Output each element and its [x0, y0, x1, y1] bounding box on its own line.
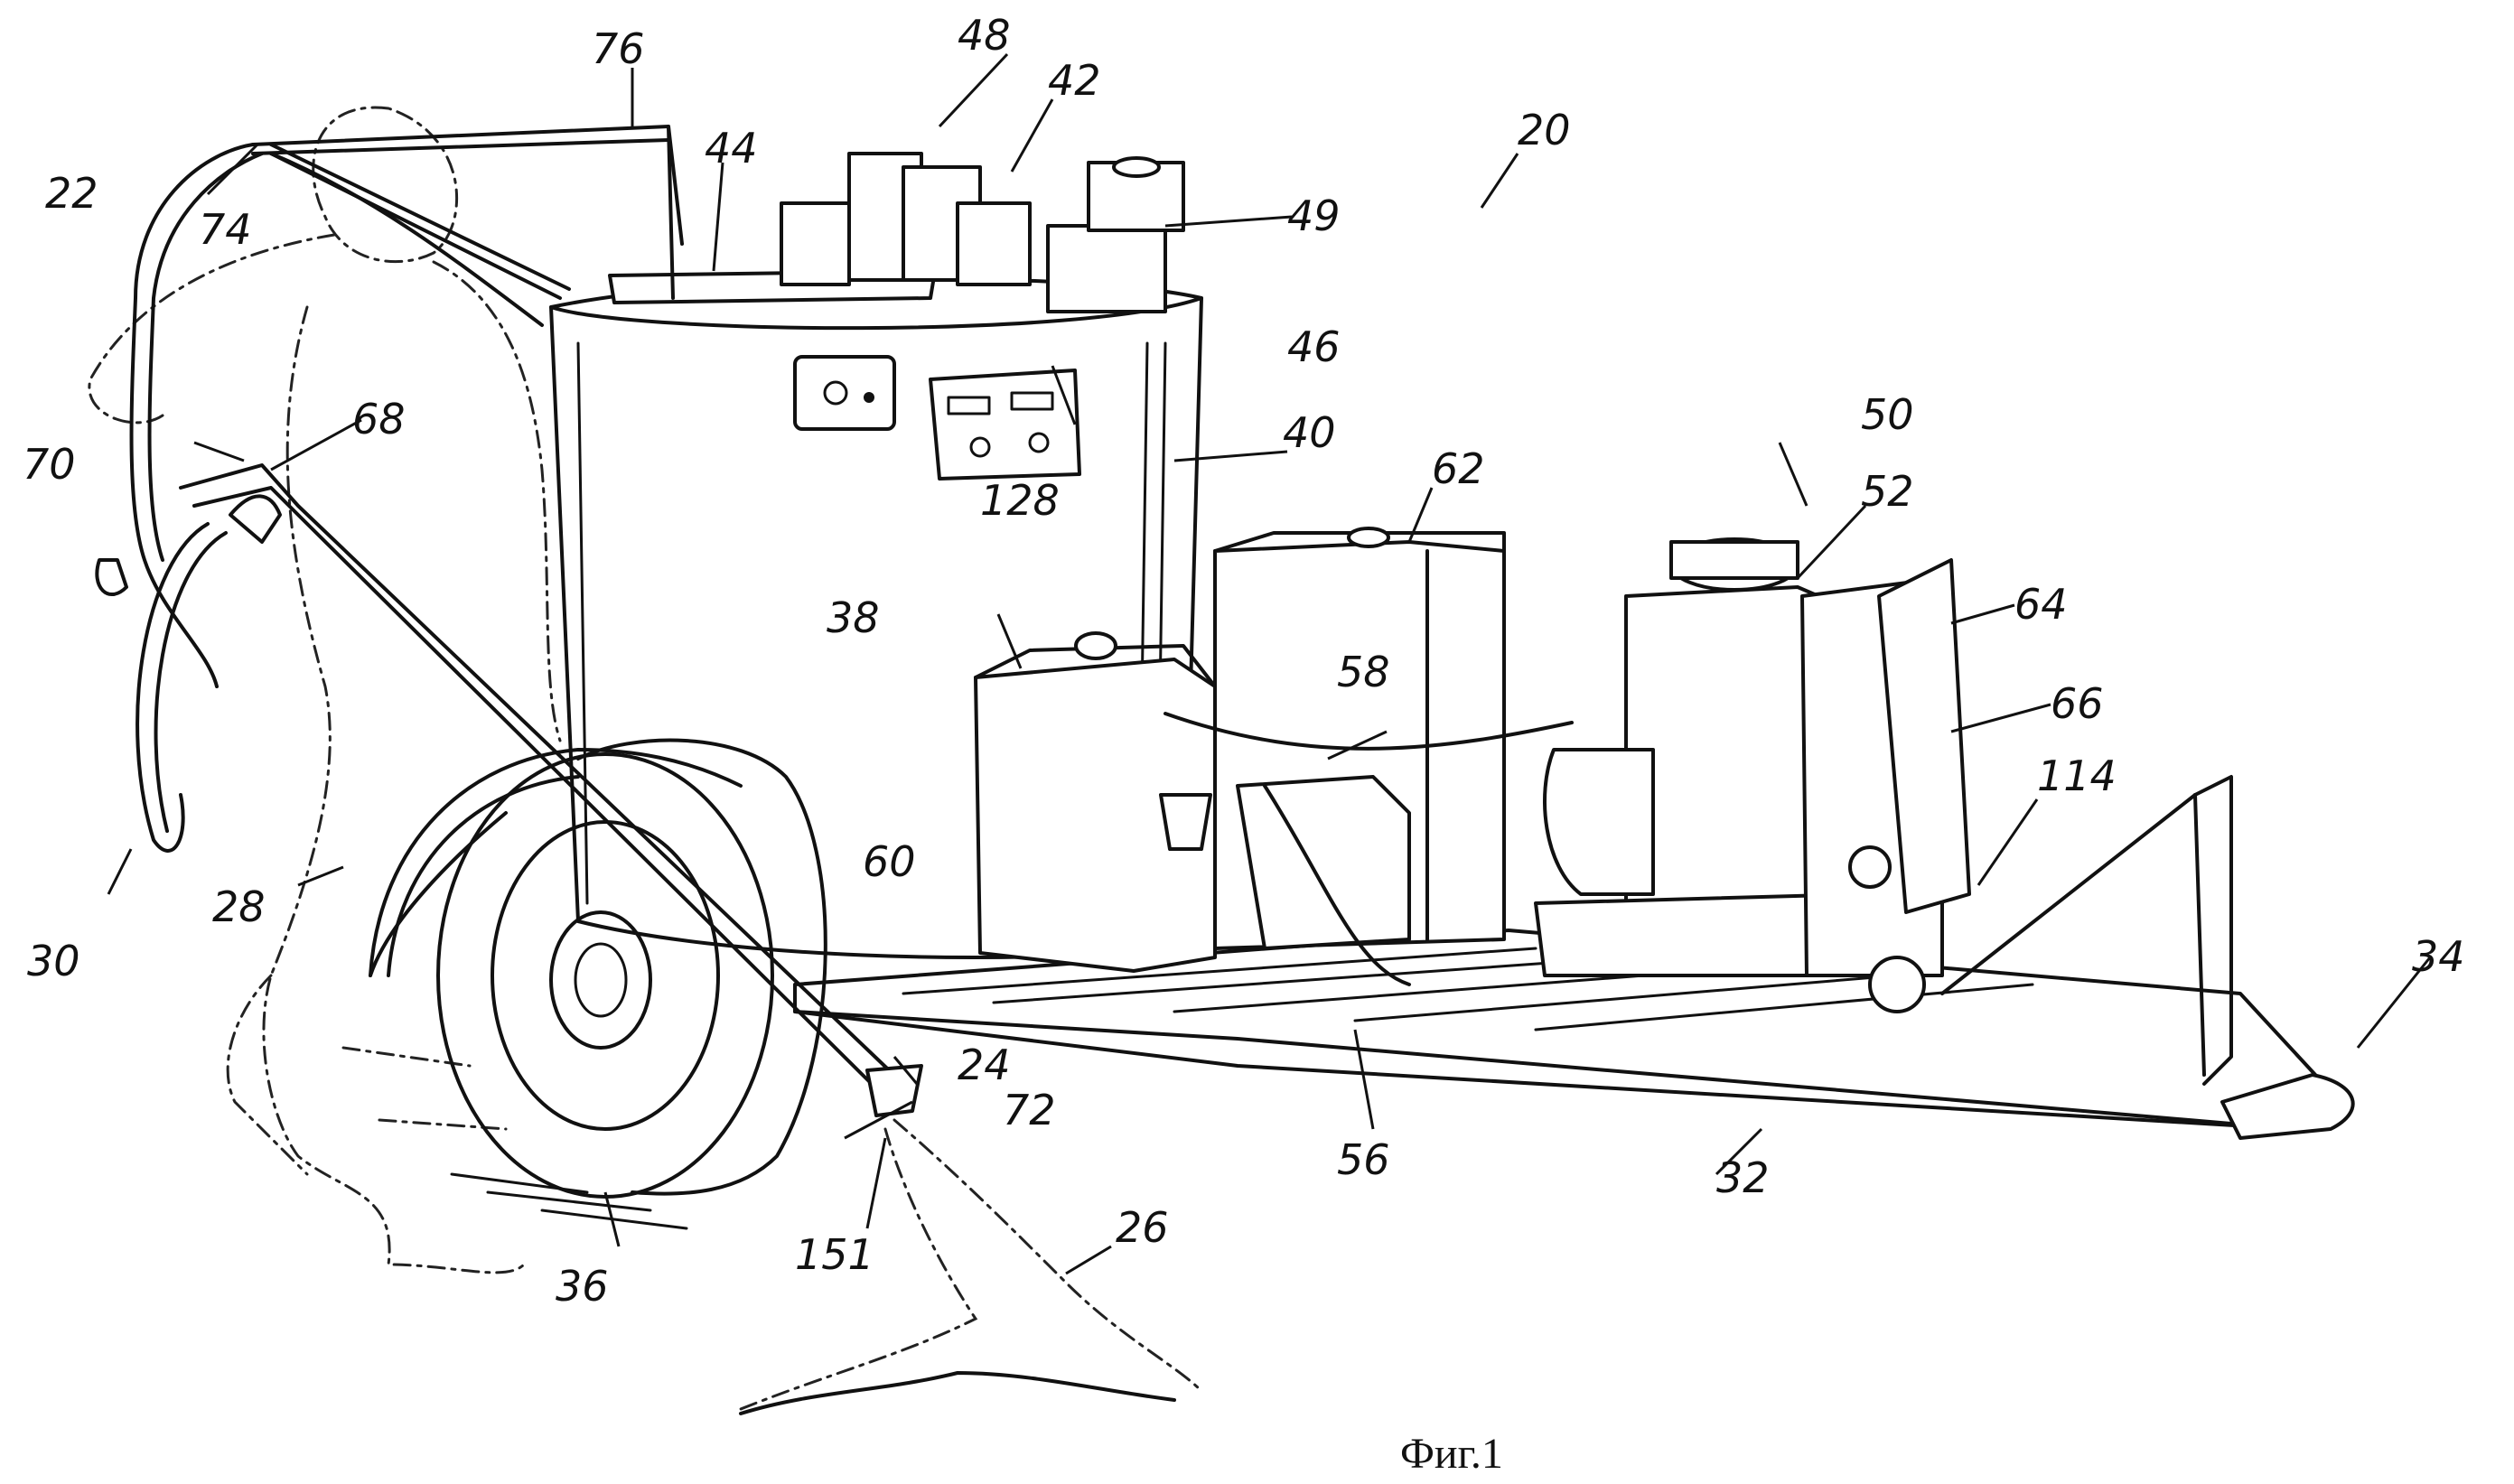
label-20: 20 — [1518, 106, 1571, 154]
label-26: 26 — [1116, 1203, 1169, 1252]
label-28: 28 — [212, 882, 266, 931]
label-56: 56 — [1337, 1135, 1390, 1184]
lower-box — [1238, 777, 1409, 948]
label-36: 36 — [556, 1262, 609, 1311]
label-22: 22 — [45, 169, 98, 218]
boom-arm — [253, 126, 682, 298]
label-76: 76 — [592, 24, 645, 73]
label-60: 60 — [863, 837, 916, 886]
label-44: 44 — [705, 124, 758, 173]
figure-caption: Фиг.1 — [1400, 1430, 1503, 1478]
label-50: 50 — [1861, 390, 1914, 439]
label-42: 42 — [1048, 56, 1101, 105]
label-40: 40 — [1283, 408, 1336, 457]
hose — [132, 145, 542, 851]
label-49: 49 — [1287, 191, 1341, 240]
label-114: 114 — [2037, 751, 2117, 800]
pump-engine — [1536, 539, 1969, 1012]
control-panel-46 — [930, 370, 1079, 479]
label-64: 64 — [2014, 580, 2068, 629]
label-48: 48 — [958, 11, 1011, 60]
label-52: 52 — [1861, 467, 1914, 516]
label-128: 128 — [980, 476, 1060, 525]
label-70: 70 — [23, 440, 76, 489]
label-72: 72 — [1003, 1086, 1056, 1134]
control-panel-128 — [795, 357, 894, 429]
spray-lance — [97, 465, 921, 1115]
ground-hatching — [452, 1174, 687, 1228]
label-46: 46 — [1287, 322, 1341, 371]
label-30: 30 — [27, 937, 80, 985]
fuel-tank-60 — [976, 633, 1215, 971]
label-68: 68 — [352, 395, 406, 443]
label-58: 58 — [1337, 648, 1390, 696]
label-32: 32 — [1716, 1153, 1770, 1202]
label-38: 38 — [827, 593, 880, 642]
label-66: 66 — [2051, 679, 2104, 728]
label-74: 74 — [199, 205, 252, 254]
label-24: 24 — [958, 1041, 1011, 1089]
label-151: 151 — [795, 1230, 874, 1279]
rear-bracket — [1942, 777, 2231, 1084]
label-62: 62 — [1432, 444, 1485, 493]
label-34: 34 — [2412, 932, 2465, 981]
